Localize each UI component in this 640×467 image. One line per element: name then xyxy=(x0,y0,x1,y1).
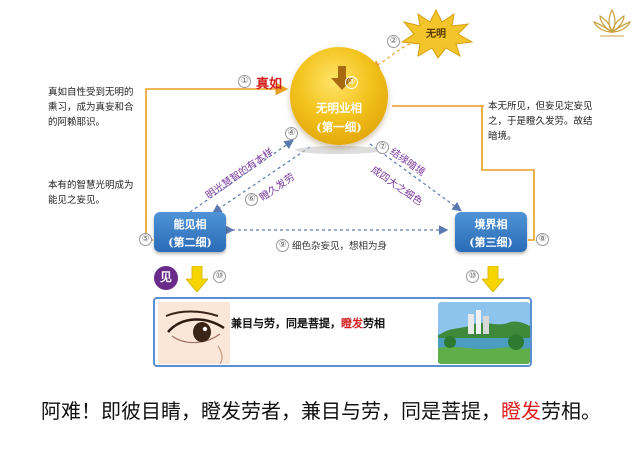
yellow-down-arrow-right-icon xyxy=(482,266,504,292)
left-box-nengjian: 能见相 (第二细) xyxy=(154,212,226,252)
yellow-down-arrow-left-icon xyxy=(186,266,208,292)
bottom-quote: 阿难！即彼目睛，瞪发劳者，兼目与劳，同是菩提，瞪发劳相。 xyxy=(41,397,631,425)
left-box-title: 能见相 xyxy=(173,218,207,231)
left-note-bottom: 本有的智慧光明成为能见之妄见。 xyxy=(48,180,134,206)
dashed-arrow-down-right xyxy=(369,143,462,212)
eye-illustration-icon xyxy=(158,302,230,364)
orange-line-left-top xyxy=(145,82,289,97)
bottom-quote-line1: 阿难！即彼目睛，瞪发劳者，兼目与劳，同是菩提， xyxy=(41,399,501,423)
number-10-right: ⑩ xyxy=(466,270,479,283)
right-box-subtitle: (第三细) xyxy=(469,236,513,249)
number-1: ① xyxy=(238,75,251,88)
number-2: ② xyxy=(387,35,400,48)
right-box-jingjie: 境界相 (第三细) xyxy=(455,212,527,252)
zhenru-label: 真如 xyxy=(256,77,283,92)
panel-caption-part1: 兼目与劳，同是菩提， xyxy=(231,317,341,330)
wuming-burst-icon xyxy=(400,8,474,59)
dashed-arrow-down-left xyxy=(212,146,311,214)
center-sun-circle xyxy=(290,47,388,145)
dashed-arrow-up-left xyxy=(189,139,294,213)
jian-badge: 见 xyxy=(154,266,178,290)
panel-caption-part3: 劳相 xyxy=(363,317,385,330)
sun-shadow xyxy=(295,146,383,154)
eye-scene-panel: 兼目与劳，同是菩提，瞪发劳相 xyxy=(153,297,532,367)
center-title: 无明业相 xyxy=(316,101,362,115)
bottom-quote-red: 瞪发 xyxy=(501,399,541,423)
number-7: ⑦ xyxy=(376,141,389,154)
right-note: 本无所见，但妄见定妄见之，于是瞪久发劳。故结暗境。 xyxy=(488,101,593,142)
left-box-subtitle: (第二细) xyxy=(168,236,212,249)
wuming-label: 无明 xyxy=(426,29,446,40)
orange-line-right xyxy=(392,105,535,241)
number-4: ④ xyxy=(285,127,298,140)
number-10-left: ⑩ xyxy=(213,270,226,283)
number-8: ⑧ xyxy=(536,233,549,246)
right-box-title: 境界相 xyxy=(474,218,508,231)
lotus-logo-icon xyxy=(590,4,634,44)
number-3: ③ xyxy=(345,76,358,89)
panel-caption-red: 瞪发 xyxy=(341,317,363,330)
left-note-top: 真如自性受到无明的熏习，成为真妄和合的阿赖耶识。 xyxy=(48,87,134,128)
number-9: ⑨ xyxy=(276,239,289,252)
number-5: ⑤ xyxy=(139,233,152,246)
center-subtitle: (第一细) xyxy=(316,120,362,134)
number-6: ⑥ xyxy=(245,193,258,206)
landscape-photo-icon xyxy=(438,302,530,364)
bottom-quote-tail: 劳相。 xyxy=(541,399,601,423)
panel-caption: 兼目与劳，同是菩提，瞪发劳相 xyxy=(231,315,385,331)
middle-text: 细色杂妄见，想相为身 xyxy=(292,241,388,252)
